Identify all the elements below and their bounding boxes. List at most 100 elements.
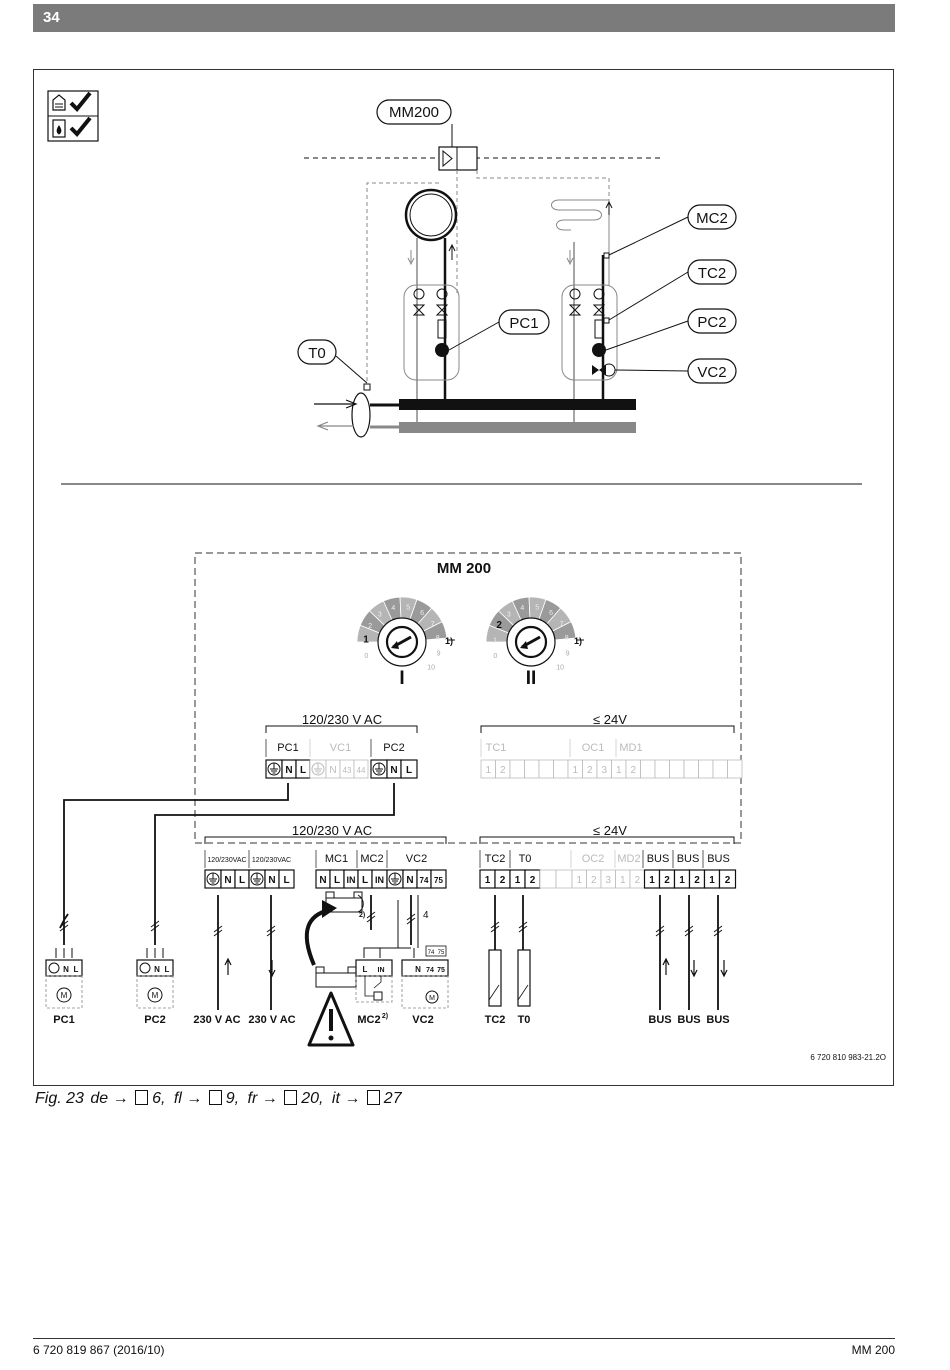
dial-digit: 3: [378, 612, 382, 619]
connector-plug: [304, 891, 364, 988]
dial-digit: 6: [420, 610, 424, 617]
terminal-label: N: [285, 765, 292, 776]
callout-pc1: PC1: [448, 309, 550, 351]
group-tc2: TC2: [479, 850, 506, 868]
terminal-label: 2: [591, 875, 597, 886]
svg-text:L: L: [363, 965, 368, 974]
label-pc2: PC2: [144, 1014, 165, 1026]
caption-ref-it[interactable]: it → 27: [327, 1090, 402, 1107]
terminal[interactable]: [669, 759, 685, 779]
dial-segment: [422, 621, 448, 641]
terminal[interactable]: [654, 759, 670, 779]
terminal-label: 2: [587, 765, 593, 776]
svg-text:BUS: BUS: [647, 853, 670, 865]
svg-text:MD1: MD1: [619, 742, 642, 754]
dial-1-note: 1): [445, 636, 453, 646]
motor-icon: [147, 987, 163, 1003]
svg-text:TC2: TC2: [485, 853, 506, 865]
terminal[interactable]: [718, 869, 737, 889]
svg-text:MC2: MC2: [696, 210, 728, 227]
terminal-label: 1: [576, 875, 582, 886]
check-icon: [69, 91, 92, 112]
figure-number: Fig. 23: [35, 1090, 84, 1107]
terminal[interactable]: [353, 759, 369, 779]
upper-header-lv: ≤ 24V: [480, 712, 735, 733]
terminal-label: 1: [679, 875, 685, 886]
terminal[interactable]: [640, 759, 656, 779]
terminal[interactable]: [698, 759, 714, 779]
label-bus-1: BUS: [648, 1014, 671, 1026]
lower-header-hv: 120/230 V AC: [204, 823, 447, 844]
svg-text:OC2: OC2: [582, 853, 605, 865]
dial-digit: 5: [535, 605, 539, 612]
terminal[interactable]: [553, 759, 569, 779]
bottom-labels: PC1 PC2 230 V AC 230 V AC MC2 2) VC2 TC2…: [53, 1013, 729, 1026]
radiator-circuit-1: [403, 188, 460, 425]
dial-digit: 9: [566, 650, 570, 657]
terminal[interactable]: [278, 869, 295, 889]
terminal[interactable]: [509, 759, 525, 779]
motor-icon: [425, 990, 439, 1004]
svg-text:VC1: VC1: [330, 742, 351, 754]
page-ref-icon: [366, 1090, 380, 1105]
dial-digit: 10: [427, 664, 435, 671]
terminal-label: N: [319, 875, 326, 886]
terminal[interactable]: [430, 869, 447, 889]
dial-2-note: 1): [574, 636, 582, 646]
system-check-icons: [47, 90, 99, 142]
terminal[interactable]: [683, 759, 699, 779]
terminal-label: 1: [709, 875, 715, 886]
upper-header-hv: 120/230 V AC: [265, 712, 418, 733]
terminal-label: 1: [572, 765, 578, 776]
svg-text:120/230VAC: 120/230VAC: [252, 857, 291, 864]
dial-digit: 8: [436, 635, 440, 642]
group-t0: T0: [509, 850, 531, 868]
svg-text:M: M: [152, 991, 159, 1000]
caption-ref-fr[interactable]: fr → 20,: [243, 1090, 324, 1107]
terminal[interactable]: [555, 869, 573, 889]
header-pipes: [314, 383, 636, 438]
svg-text:PC2: PC2: [383, 742, 404, 754]
group-oc1: OC1: [569, 739, 604, 757]
group-vc1: VC1: [309, 739, 351, 757]
terminal-label: 2: [500, 765, 506, 776]
terminal[interactable]: [524, 759, 540, 779]
terminal[interactable]: [712, 759, 728, 779]
device-tc2: [488, 949, 502, 1007]
callout-tc2: TC2: [608, 259, 737, 321]
terminal-label: 1: [485, 875, 491, 886]
terminal[interactable]: [538, 759, 554, 779]
label-pc1: PC1: [53, 1014, 74, 1026]
terminal[interactable]: [539, 869, 557, 889]
terminal-label: 2: [630, 765, 636, 776]
motor-icon: [56, 987, 72, 1003]
terminal-label: 2: [500, 875, 506, 886]
terminal[interactable]: [727, 759, 743, 779]
svg-text:TC1: TC1: [486, 742, 507, 754]
svg-text:N: N: [63, 965, 69, 974]
figure-frame: MM200: [33, 69, 894, 1086]
caption-ref-fl[interactable]: fl → 9,: [169, 1090, 240, 1107]
header-bar: 34: [33, 4, 895, 32]
terminal-label: 1: [620, 875, 626, 886]
svg-text:≤ 24V: ≤ 24V: [593, 712, 627, 727]
svg-text:75: 75: [438, 950, 445, 956]
svg-text:MC1: MC1: [325, 853, 348, 865]
group-mains-out: 120/230VAC: [248, 850, 291, 868]
dial-digit: 7: [431, 621, 435, 628]
terminal-label: 2: [530, 875, 536, 886]
label-tc2: TC2: [485, 1014, 506, 1026]
svg-text:120/230VAC: 120/230VAC: [207, 857, 246, 864]
terminal[interactable]: [400, 759, 418, 779]
dial-digit: 0: [364, 653, 368, 660]
svg-text:VC2: VC2: [406, 853, 427, 865]
caption-ref-de[interactable]: de → 6,: [90, 1090, 166, 1107]
dial-segment: [551, 621, 577, 641]
group-md2: MD2: [614, 850, 641, 868]
dial-1-label: I: [399, 668, 404, 689]
